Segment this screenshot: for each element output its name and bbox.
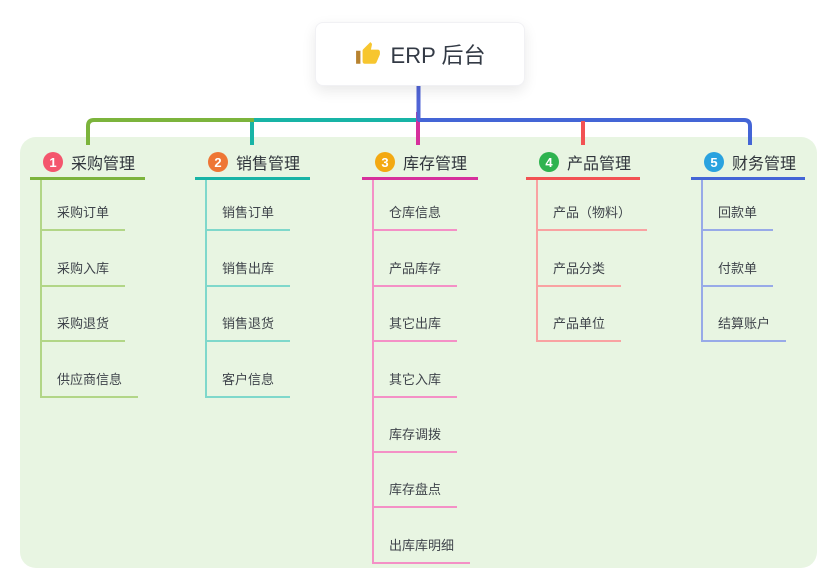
child-node[interactable]: 回款单 [701,203,774,232]
branch-node-2[interactable]: 2 销售管理 [195,147,310,180]
branch-3-spine [372,180,374,564]
branch-title: 产品管理 [567,156,632,173]
branch-1-number-badge: 1 [43,152,63,172]
branch-5-spine [701,180,703,343]
child-node[interactable]: 仓库信息 [372,203,458,232]
child-node[interactable]: 结算账户 [701,314,787,343]
child-node[interactable]: 产品库存 [372,259,458,287]
child-node[interactable]: 采购退货 [40,314,126,343]
child-node[interactable]: 其它出库 [372,314,458,343]
branch-title: 销售管理 [236,156,301,173]
child-node[interactable]: 产品单位 [536,314,622,343]
root-title: ERP 后台 [390,43,486,68]
branch-3-number-badge: 3 [375,152,395,172]
child-node[interactable]: 供应商信息 [40,370,139,398]
child-node[interactable]: 付款单 [701,259,774,287]
child-node[interactable]: 销售出库 [205,259,291,287]
branch-1-spine [40,180,42,398]
branch-node-5[interactable]: 5 财务管理 [691,147,805,180]
child-node[interactable]: 库存调拨 [372,425,458,453]
branch-2-spine [205,180,207,398]
branch-node-1[interactable]: 1 采购管理 [30,147,145,180]
child-node[interactable]: 库存盘点 [372,480,458,509]
child-node[interactable]: 产品（物料） [536,203,648,232]
branches-panel [20,137,817,568]
branch-4-spine [536,180,538,343]
branch-node-4[interactable]: 4 产品管理 [526,147,640,180]
branch-title: 库存管理 [403,156,468,173]
child-node[interactable]: 销售订单 [205,203,291,232]
child-node[interactable]: 出库库明细 [372,536,471,564]
branch-node-3[interactable]: 3 库存管理 [362,147,478,180]
branch-5-number-badge: 5 [704,152,724,172]
thumbs-up-icon [355,42,380,64]
branch-title: 采购管理 [71,156,136,173]
branch-title: 财务管理 [732,156,797,173]
root-node-erp[interactable]: ERP 后台 [315,22,525,86]
child-node[interactable]: 采购订单 [40,203,126,232]
child-node[interactable]: 产品分类 [536,259,622,287]
thumb-hand [362,42,380,64]
branch-4-number-badge: 4 [539,152,559,172]
child-node[interactable]: 其它入库 [372,370,458,398]
child-node[interactable]: 客户信息 [205,370,291,398]
child-node[interactable]: 采购入库 [40,259,126,287]
branch-2-number-badge: 2 [208,152,228,172]
thumb-cuff [355,50,360,64]
child-node[interactable]: 销售退货 [205,314,291,343]
